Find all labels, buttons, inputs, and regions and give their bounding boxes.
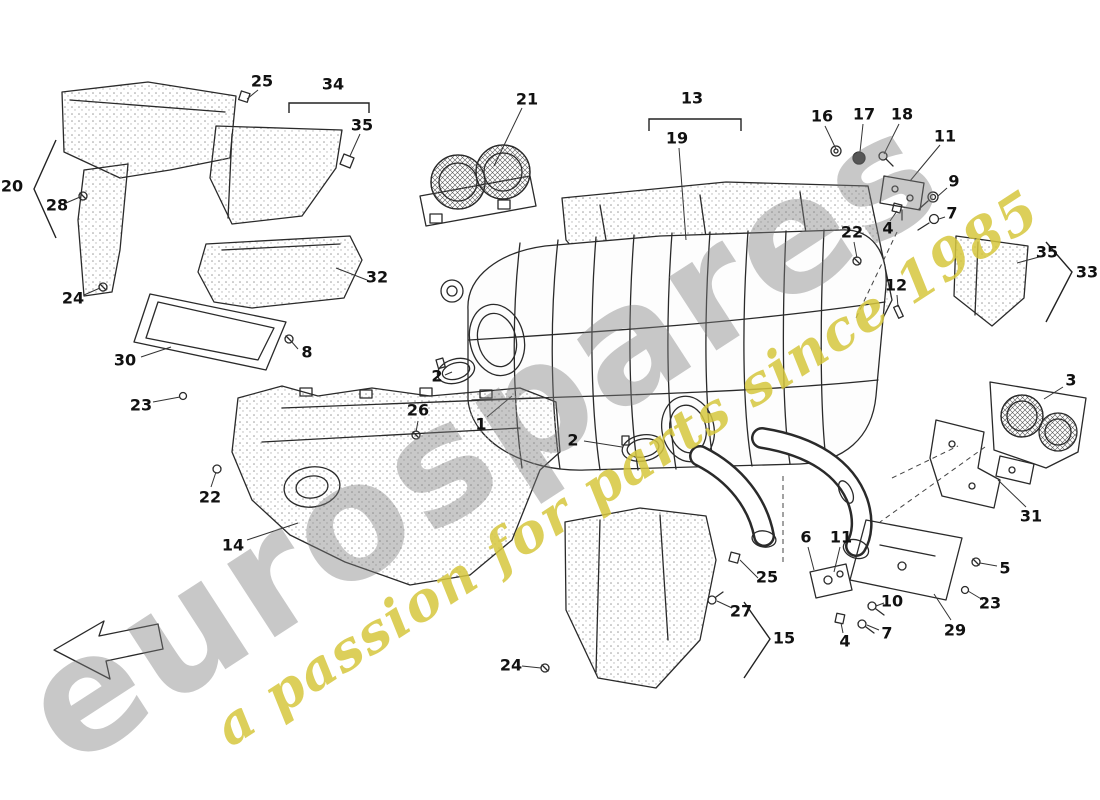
washer-16 bbox=[830, 145, 842, 157]
clip-25 bbox=[238, 90, 251, 103]
screw-5 bbox=[971, 557, 981, 567]
bracket-13 bbox=[648, 118, 742, 131]
screw-22-left bbox=[212, 464, 222, 474]
screw-23 bbox=[178, 391, 188, 401]
bracket-31 bbox=[929, 419, 1001, 509]
screw-24 bbox=[98, 282, 108, 292]
screw-12 bbox=[893, 304, 904, 319]
screw-28 bbox=[78, 191, 88, 201]
catalyst-21 bbox=[419, 144, 537, 227]
screw-27 bbox=[707, 595, 717, 605]
plate-30 bbox=[133, 293, 287, 371]
hardware-bottom bbox=[809, 563, 885, 634]
bolt-7 bbox=[928, 213, 940, 225]
screw-18 bbox=[878, 151, 888, 161]
heat-shield-20 bbox=[61, 81, 237, 297]
bracket-15 bbox=[743, 601, 771, 679]
bracket-34 bbox=[288, 102, 370, 113]
air-duct-35 bbox=[953, 235, 1029, 327]
screw-10 bbox=[867, 601, 877, 611]
callout-group-brackets bbox=[33, 102, 1073, 679]
screw-8 bbox=[284, 334, 294, 344]
bolt-7-bottom bbox=[857, 619, 867, 629]
clamp-2-mid bbox=[621, 434, 665, 462]
heat-shield-32 bbox=[197, 235, 363, 309]
heat-shield-15 bbox=[564, 507, 717, 689]
nut-4-bottom bbox=[834, 612, 846, 625]
bracket-33 bbox=[1045, 241, 1073, 323]
heat-shield-34 bbox=[209, 125, 343, 225]
bolt-9 bbox=[927, 191, 939, 203]
tailpipe-3 bbox=[989, 381, 1087, 485]
clip-25-bottom bbox=[728, 551, 741, 564]
grommet-17 bbox=[852, 151, 866, 165]
outlet-pipes bbox=[689, 427, 873, 560]
bracket-6-11 bbox=[809, 563, 853, 599]
construction-lines bbox=[782, 231, 986, 562]
fasteners bbox=[78, 90, 981, 673]
direction-arrow-icon bbox=[53, 620, 164, 680]
plate-29 bbox=[849, 519, 963, 601]
screw-23-right bbox=[960, 585, 970, 595]
heat-shield-panel-14 bbox=[231, 385, 561, 586]
leader-lines bbox=[65, 89, 1064, 669]
clip-35 bbox=[339, 153, 355, 169]
bracket-20 bbox=[33, 139, 57, 239]
clamp-2-left bbox=[436, 357, 476, 385]
